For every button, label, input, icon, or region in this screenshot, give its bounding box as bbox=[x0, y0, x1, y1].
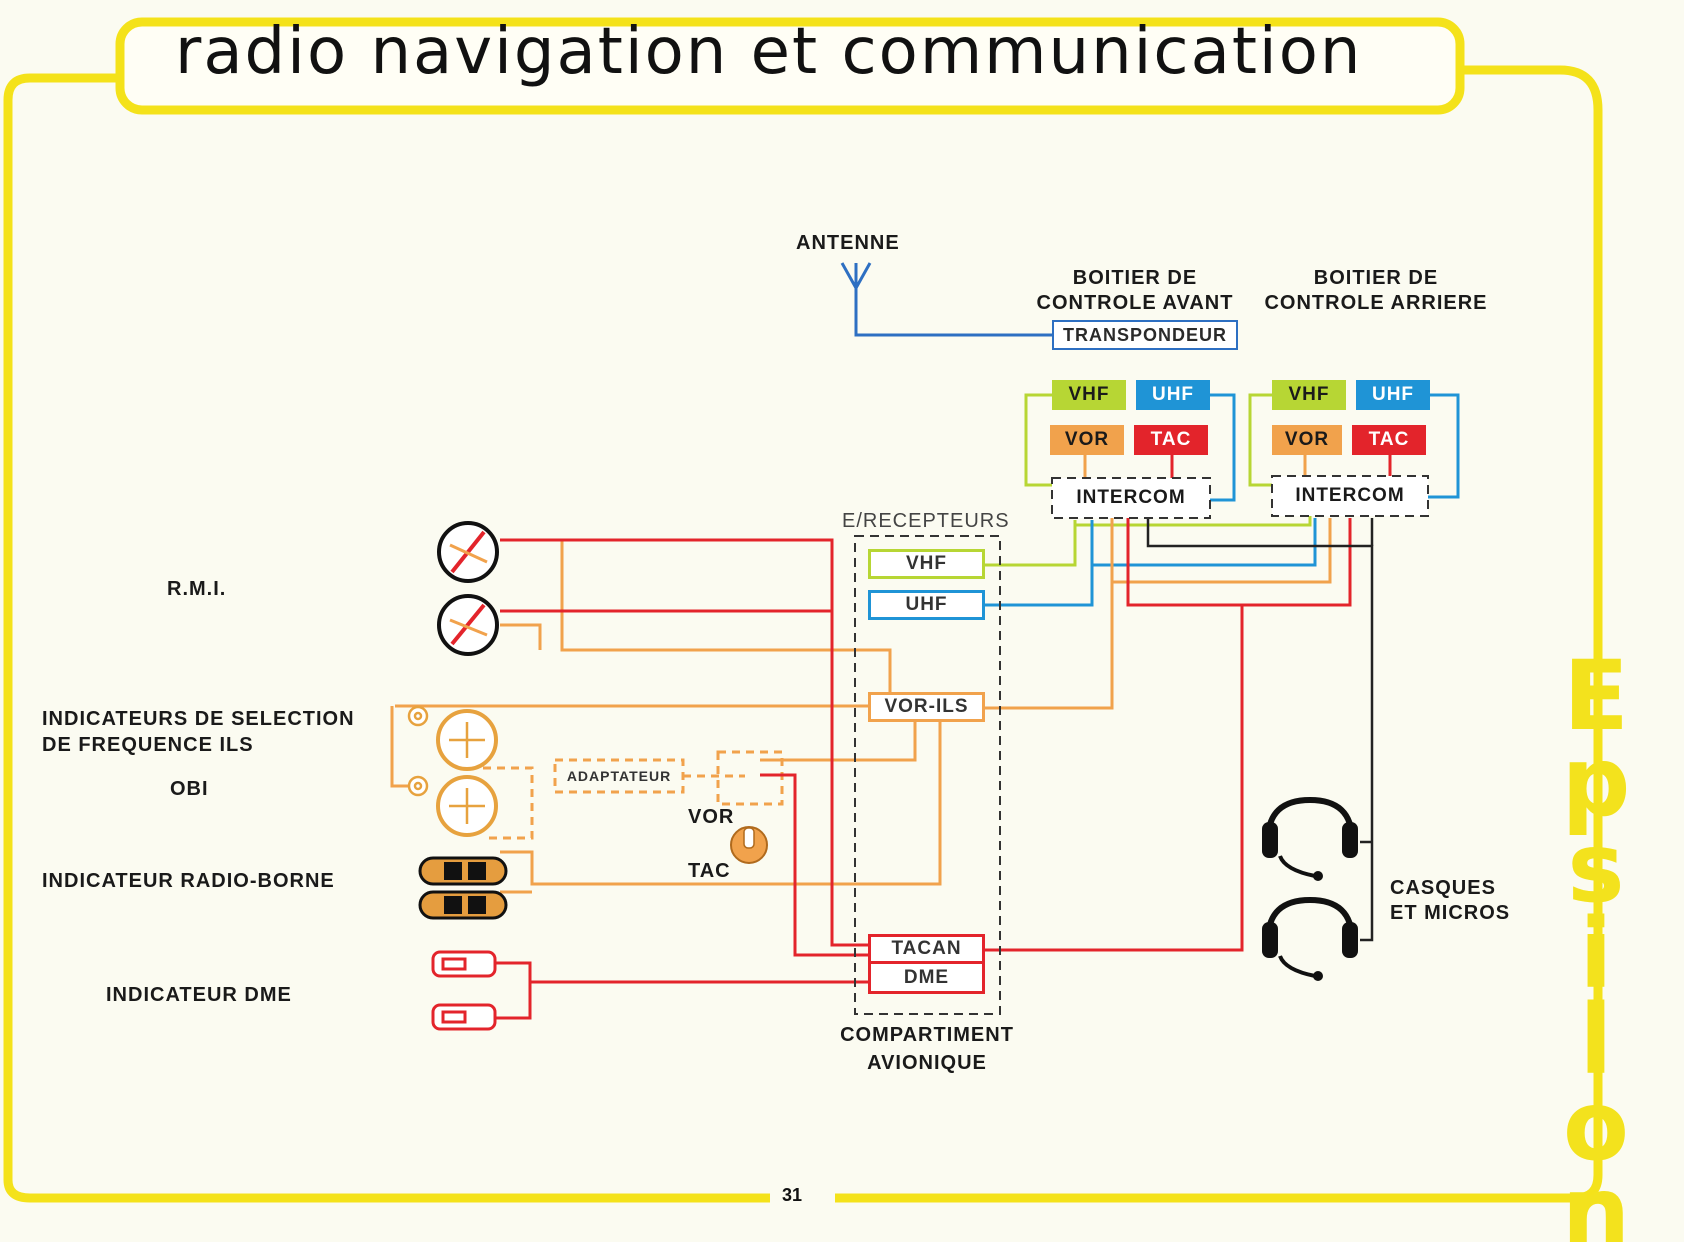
uhf-wiring bbox=[985, 393, 1460, 607]
page-frame bbox=[3, 65, 1603, 1203]
intercom-rear-box bbox=[1271, 475, 1429, 517]
adapter-box: ADAPTATEUR bbox=[566, 768, 672, 784]
compartment-label-2: AVIONIQUE bbox=[867, 1052, 987, 1074]
obi-label: OBI bbox=[170, 778, 209, 800]
rear-tac-box: TAC bbox=[1352, 425, 1426, 455]
brand-logo: Epsilon bbox=[1540, 640, 1652, 1242]
rear-panel-label-1: BOITIER DE bbox=[1313, 267, 1439, 289]
receivers-enclosure bbox=[854, 535, 1001, 1015]
vor-tac-switch-icon[interactable] bbox=[730, 826, 768, 864]
ils-label-2: DE FREQUENCE ILS bbox=[42, 734, 254, 756]
vhf-wiring bbox=[985, 393, 1312, 567]
front-vhf-box: VHF bbox=[1052, 380, 1126, 410]
vor-switch-label: VOR bbox=[688, 806, 735, 828]
antenna-label: ANTENNE bbox=[796, 232, 900, 254]
transponder-box: TRANSPONDEUR bbox=[1052, 320, 1238, 350]
intercom-front-box bbox=[1051, 477, 1211, 519]
rear-vor-box: VOR bbox=[1272, 425, 1342, 455]
rear-intercom-box: INTERCOM bbox=[1295, 485, 1405, 506]
ils-label-1: INDICATEURS DE SELECTION bbox=[42, 708, 355, 730]
front-panel-label-2: CONTROLE AVANT bbox=[1036, 292, 1234, 314]
page-title: radio navigation et communication bbox=[175, 15, 1363, 89]
headsets-label-1: CASQUES bbox=[1390, 877, 1496, 899]
avionics-vor-ils-box: VOR-ILS bbox=[868, 692, 985, 722]
page-number: 31 bbox=[782, 1185, 803, 1205]
front-panel-label-1: BOITIER DE bbox=[1072, 267, 1198, 289]
antenna-icon bbox=[840, 262, 1052, 337]
headset-wiring bbox=[1146, 518, 1374, 942]
tac-wiring bbox=[496, 455, 1392, 1020]
radio-borne-indicator-icon bbox=[418, 856, 508, 920]
tac-switch-label: TAC bbox=[688, 860, 731, 882]
avionics-dme-box: DME bbox=[868, 964, 985, 994]
headset-icon-2 bbox=[1262, 896, 1358, 981]
front-uhf-box: UHF bbox=[1136, 380, 1210, 410]
rear-uhf-box: UHF bbox=[1356, 380, 1430, 410]
rmi-label: R.M.I. bbox=[167, 578, 227, 600]
front-intercom-box: INTERCOM bbox=[1076, 487, 1186, 508]
dme-indicator-label: INDICATEUR DME bbox=[106, 984, 292, 1006]
radio-borne-label: INDICATEUR RADIO-BORNE bbox=[42, 870, 335, 892]
headset-icon bbox=[1262, 796, 1358, 881]
title-frame bbox=[115, 17, 1465, 115]
front-tac-box: TAC bbox=[1134, 425, 1208, 455]
avionics-tacan-box: TACAN bbox=[868, 934, 985, 964]
front-vor-box: VOR bbox=[1050, 425, 1124, 455]
obi-gauge-icon bbox=[436, 709, 498, 837]
dme-indicator-icon bbox=[431, 950, 497, 1031]
rmi-gauge-icon bbox=[437, 521, 499, 583]
ils-knob-icon bbox=[407, 705, 429, 797]
adapter-dashed bbox=[483, 750, 784, 840]
diagram-canvas bbox=[3, 17, 1603, 1203]
compartment-label-1: COMPARTIMENT bbox=[840, 1024, 1014, 1046]
avionics-uhf-box: UHF bbox=[868, 590, 985, 620]
rmi-gauge-icon-2 bbox=[437, 594, 499, 656]
rear-panel-label-2: CONTROLE ARRIERE bbox=[1264, 292, 1488, 314]
receivers-label: E/RECEPTEURS bbox=[842, 510, 1010, 532]
headsets-label-2: ET MICROS bbox=[1390, 902, 1511, 924]
rear-vhf-box: VHF bbox=[1272, 380, 1346, 410]
avionics-vhf-box: VHF bbox=[868, 549, 985, 579]
